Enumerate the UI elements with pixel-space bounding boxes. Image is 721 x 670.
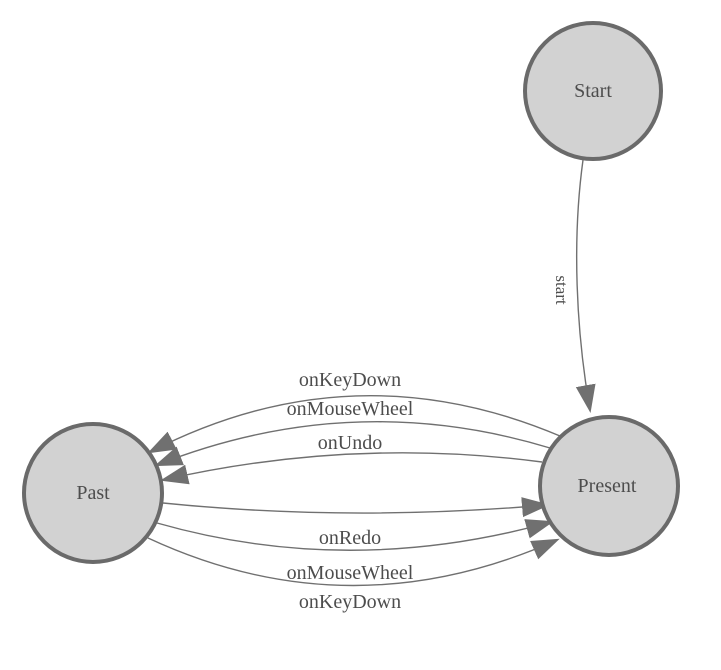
transition-edge-onredo-past-to-present: [162, 497, 550, 518]
transition-edge-onkeydown-present-to-past: [147, 395, 561, 454]
transition-edge-onundo-present-to-past: [160, 452, 543, 485]
transition-label-onredo: onRedo: [319, 527, 381, 549]
transition-label-onundo: onUndo: [318, 432, 382, 454]
transition-label-onmousewheel-bottom: onMouseWheel: [287, 562, 414, 584]
transition-label-onmousewheel-top: onMouseWheel: [287, 398, 414, 420]
state-node-past: Past: [22, 422, 164, 564]
present-node-label: Present: [578, 475, 637, 497]
transition-label-onkeydown-bottom: onKeyDown: [299, 591, 401, 613]
transition-edge-start-to-present: [575, 159, 596, 413]
transition-label-onkeydown-top: onKeyDown: [299, 369, 401, 391]
state-node-start: Start: [523, 21, 663, 161]
transition-edge-onmousewheel-present-to-past: [154, 421, 551, 467]
transition-edge-onkeydown-past-to-present: [147, 537, 560, 587]
past-node-circle: [22, 422, 164, 564]
past-node-label: Past: [76, 482, 110, 504]
edge-label-group: start onKeyDown onMouseWheel onUndo onRe…: [287, 275, 571, 613]
edge-group: [147, 159, 596, 587]
present-node-circle: [538, 415, 680, 557]
state-node-present: Present: [538, 415, 680, 557]
start-node-circle: [523, 21, 663, 161]
transition-label-start: start: [552, 275, 571, 305]
transition-edge-onmousewheel-past-to-present: [156, 519, 554, 551]
start-node-label: Start: [574, 80, 612, 102]
